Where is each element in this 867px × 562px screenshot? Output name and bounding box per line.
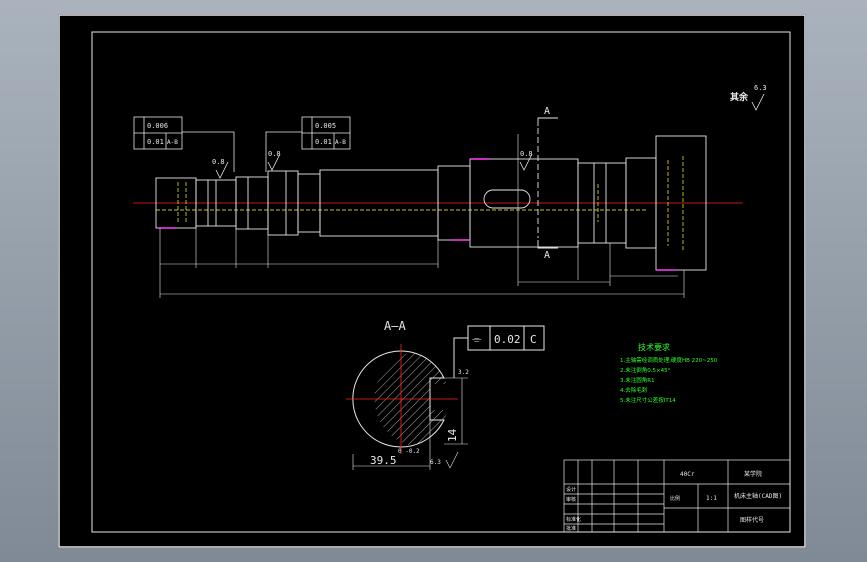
section-mark-bottom: A xyxy=(544,250,550,261)
geometric-tolerance-mid xyxy=(265,116,351,172)
tb-checked: 审核 xyxy=(566,496,576,503)
section-view xyxy=(346,344,458,454)
tb-material: 40Cr xyxy=(680,471,695,478)
tb-standard: 标准化 xyxy=(566,516,581,523)
section-dimensions xyxy=(352,377,468,470)
section-cut-marks xyxy=(537,117,558,249)
corner-rough-val: 6.3 xyxy=(754,84,767,92)
section-tol-value: 0.02 xyxy=(494,333,521,346)
section-tol-symbol: ⌯ xyxy=(472,332,482,346)
note-item: 5.未注尺寸公差按IT14 xyxy=(620,396,676,404)
tb-sheet-code: 图样代号 xyxy=(740,516,764,524)
section-dim-height: 14 xyxy=(446,428,459,442)
section-title: A—A xyxy=(384,319,406,333)
left-tol-row2: 0.01 xyxy=(147,138,164,146)
mid-tol-datum: A-B xyxy=(335,139,346,146)
tb-approved: 批准 xyxy=(566,525,576,532)
rough-3: 0.8 xyxy=(520,150,533,158)
section-mark-top: A xyxy=(544,106,550,117)
mid-tol-row1: 0.005 xyxy=(315,122,336,130)
tb-scale: 1:1 xyxy=(706,495,717,502)
left-tol-row1: 0.006 xyxy=(147,122,168,130)
drawing-sheet[interactable]: A A 0.006 0.01 A-B 0.005 0.01 A xyxy=(58,14,806,548)
tb-scale-label: 比例 xyxy=(670,495,680,502)
left-tol-datum: A-B xyxy=(167,139,178,146)
section-tol-datum: C xyxy=(530,333,537,346)
section-dim-width: 39.5 xyxy=(370,454,397,467)
tb-drawing-name: 机床主轴(CAD图) xyxy=(734,492,782,500)
rough-2: 0.8 xyxy=(268,150,281,158)
mid-tol-row2: 0.01 xyxy=(315,138,332,146)
roughness-symbols xyxy=(215,93,765,179)
section-rough-side: 3.2 xyxy=(458,369,469,376)
notes-title: 技术要求 xyxy=(638,342,670,352)
shaft-drawing[interactable]: A A 0.006 0.01 A-B 0.005 0.01 A xyxy=(58,14,806,548)
hidden-lines xyxy=(156,156,684,250)
tb-drawn: 设计 xyxy=(566,486,576,493)
keyway-slot xyxy=(483,189,531,209)
section-dim-width-tol: 0 -0.2 xyxy=(398,448,420,455)
shaft-flange xyxy=(655,135,707,271)
section-tolerance-box xyxy=(453,325,545,378)
dimension-lines xyxy=(159,134,685,298)
inner-border xyxy=(91,31,791,533)
corner-rough-label: 其余 xyxy=(730,91,749,103)
note-item: 3.未注圆角R1 xyxy=(620,376,655,384)
note-item: 1.主轴需经调质处理,硬度HB 220~250 xyxy=(620,356,718,364)
title-block xyxy=(563,459,791,533)
section-rough-bottom: 6.3 xyxy=(430,459,441,466)
notes-list: 1.主轴需经调质处理,硬度HB 220~250 2.未注倒角0.5×45° 3.… xyxy=(620,356,718,404)
outer-border xyxy=(58,14,806,548)
rough-1: 0.8 xyxy=(212,158,225,166)
note-item: 4.去除毛刺 xyxy=(620,386,648,394)
note-item: 2.未注倒角0.5×45° xyxy=(620,366,671,374)
geometric-tolerance-left xyxy=(133,116,235,172)
shaft-main-view xyxy=(133,135,743,271)
tb-company: 某学院 xyxy=(744,470,762,478)
